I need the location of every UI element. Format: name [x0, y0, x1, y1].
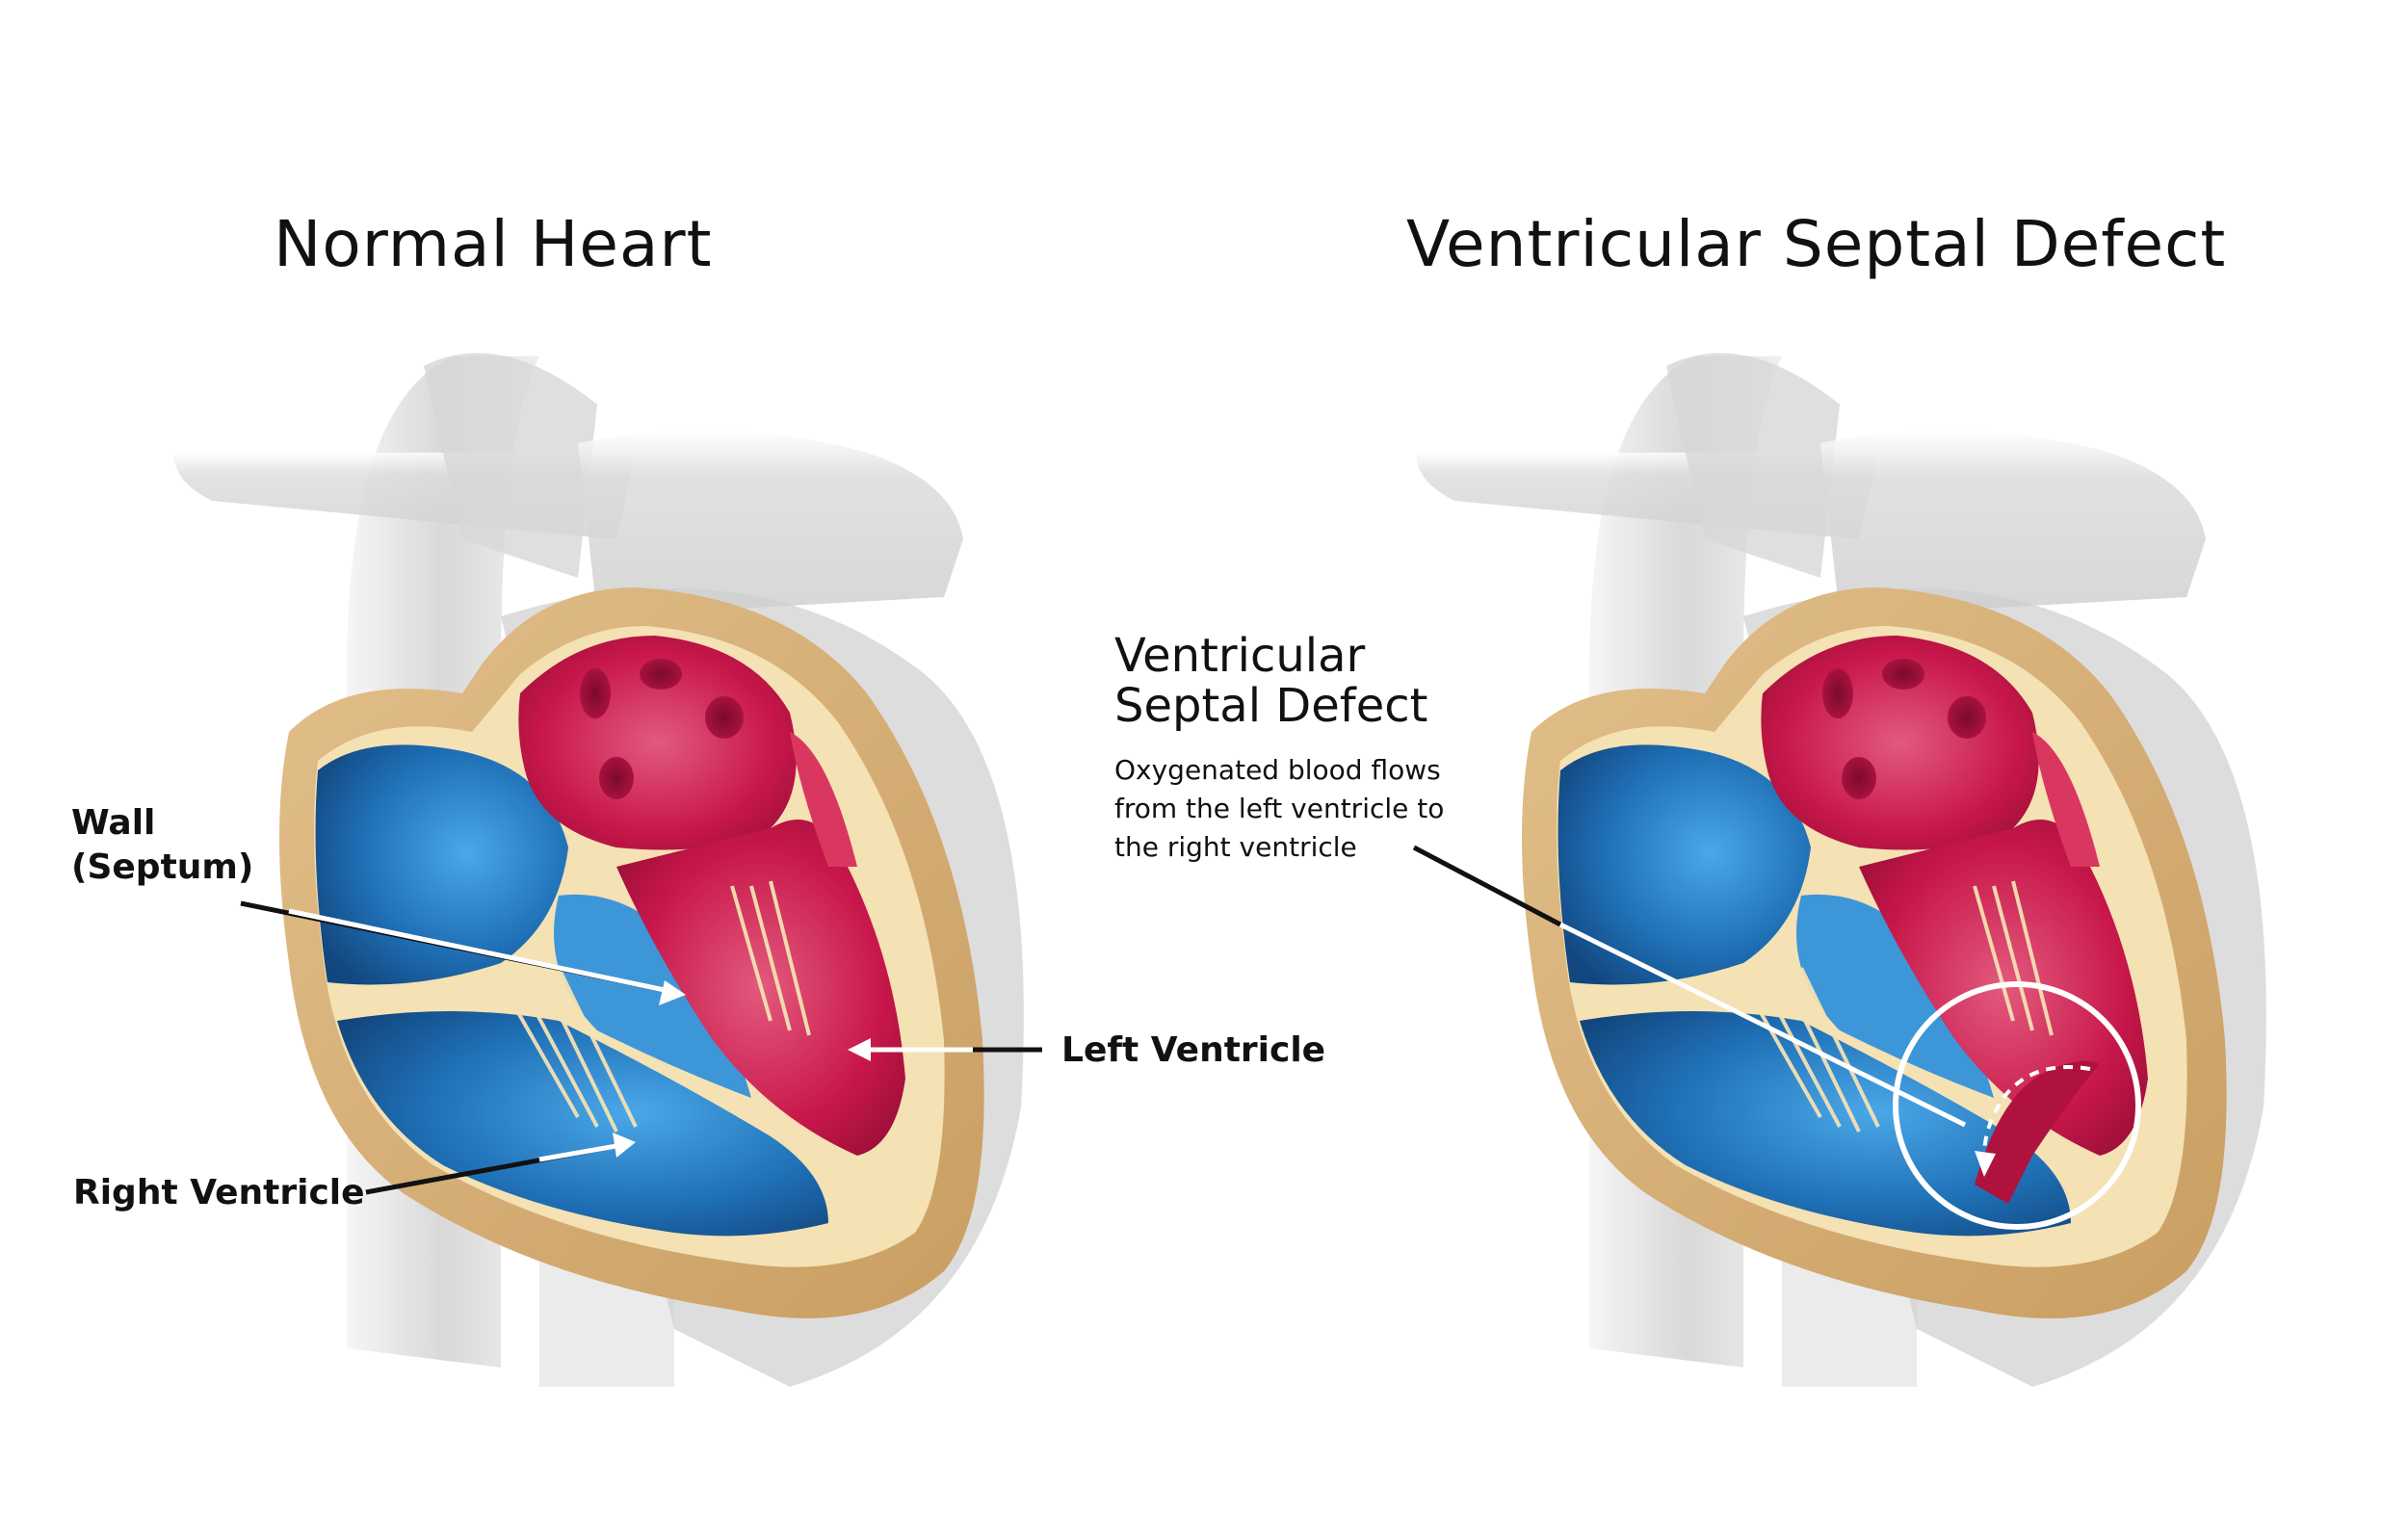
defect-flow [1975, 1060, 2100, 1204]
right-ventricle-label: Right Ventricle [73, 1173, 365, 1212]
rv-arrowhead [613, 1133, 636, 1158]
vsd-annotation-description: Oxygenated blood flows from the left ven… [1114, 751, 1444, 867]
annotation-desc-line2: from the left ventricle to [1114, 793, 1445, 824]
annotation-title-line2: Septal Defect [1114, 679, 1428, 733]
normal-heart-title: Normal Heart [274, 207, 713, 281]
leader-lines [240, 845, 1967, 1195]
defect-highlight-circle [1893, 981, 2141, 1230]
rv-arrow-shaft [538, 1143, 617, 1162]
vsd-annotation-title: Ventricular Septal Defect [1114, 631, 1427, 731]
wall-label-line2: (Septum) [71, 847, 254, 887]
flow-dashed-arrow [1982, 1065, 2091, 1157]
annotation-title-line1: Ventricular [1114, 629, 1366, 683]
annotation-desc-line1: Oxygenated blood flows [1114, 754, 1441, 786]
flow-arrowhead [1975, 1151, 1996, 1177]
vsd-heart-illustration [1414, 351, 2268, 1390]
normal-heart-illustration [171, 351, 1026, 1390]
wall-arrow-shaft [288, 908, 666, 993]
vsd-leader-line [1412, 845, 1562, 927]
wall-arrowhead [659, 980, 686, 1005]
vsd-leader-line-white [1558, 922, 1967, 1128]
wall-septum-label: Wall (Septum) [71, 801, 253, 890]
wall-label-line1: Wall [71, 803, 156, 843]
vsd-title: Ventricular Septal Defect [1406, 207, 2227, 281]
lv-arrowhead [848, 1038, 871, 1061]
left-ventricle-label: Left Ventricle [1061, 1030, 1326, 1070]
annotation-desc-line3: the right ventricle [1114, 831, 1357, 863]
